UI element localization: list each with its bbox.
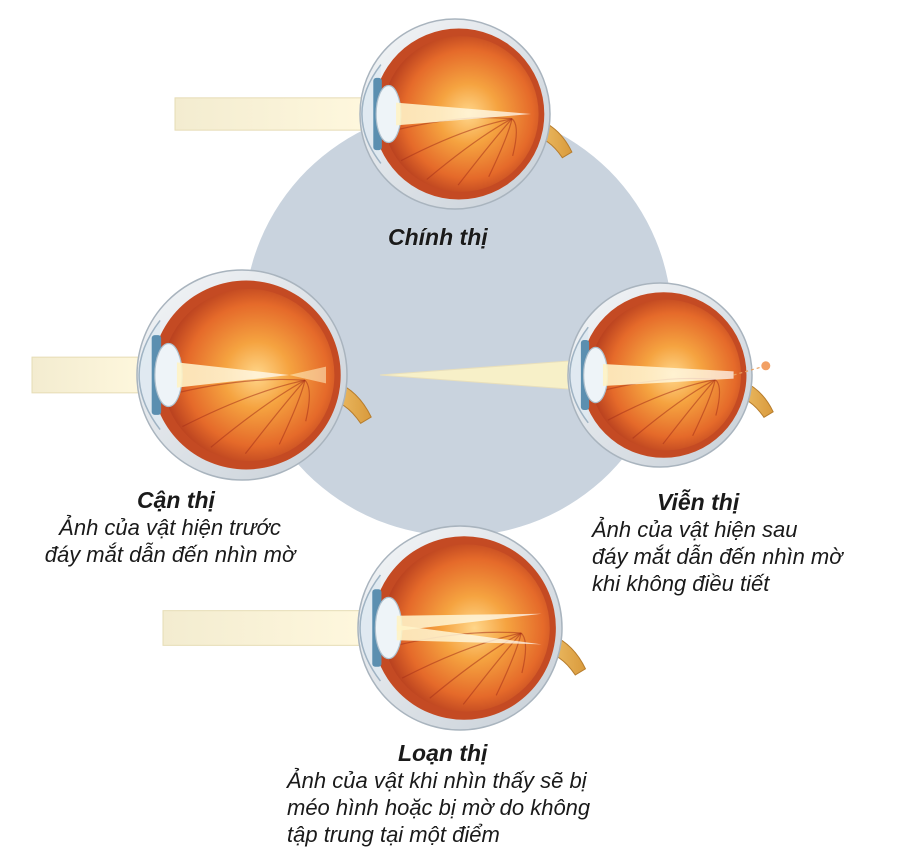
refracted-beam	[176, 362, 290, 388]
blood-vessel	[495, 632, 522, 696]
refracted-beam	[396, 613, 542, 632]
blood-vessel	[244, 379, 306, 455]
refracted-beam	[396, 624, 542, 645]
refracted-beam	[396, 102, 531, 126]
astigmatism-eye	[162, 525, 587, 731]
focal-point	[761, 361, 771, 371]
emmetropia-eye	[174, 18, 573, 210]
blood-vessel	[714, 379, 721, 416]
blood-vessel	[488, 118, 513, 178]
blood-vessel	[692, 379, 716, 437]
blood-vessel	[462, 632, 522, 705]
blood-vessel	[520, 632, 527, 674]
blood-vessel	[511, 118, 517, 157]
blood-vessel	[400, 118, 513, 162]
myopia-eye	[31, 269, 372, 481]
blood-vessel	[278, 380, 306, 445]
light-ray	[174, 97, 376, 131]
blood-vessel	[457, 118, 513, 186]
blood-vessel	[401, 632, 522, 679]
center-circle	[244, 108, 672, 536]
light-ray	[162, 610, 374, 646]
blood-vessel	[662, 379, 716, 445]
refracted-beam	[602, 363, 734, 387]
blood-vessel	[210, 379, 306, 448]
blood-vessel	[165, 378, 306, 397]
hyperopia-eye	[379, 282, 774, 468]
refracted-beam	[289, 366, 326, 384]
blood-vessel	[429, 632, 522, 699]
blood-vessel	[607, 379, 716, 421]
light-ray	[31, 356, 153, 394]
blood-vessel	[304, 379, 310, 422]
blood-vessel	[426, 118, 513, 180]
blood-vessel	[182, 379, 306, 428]
blood-vessel	[632, 379, 716, 439]
